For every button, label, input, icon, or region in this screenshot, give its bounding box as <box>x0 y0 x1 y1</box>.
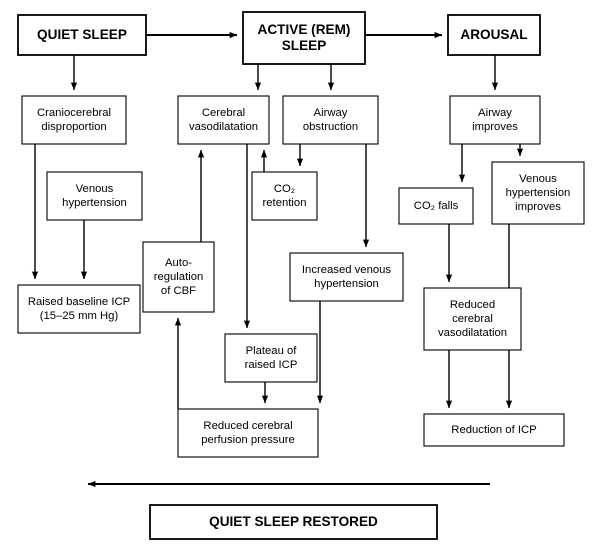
node-label-active_rem_sleep: ACTIVE (REM)SLEEP <box>258 22 351 53</box>
node-box-reduction_icp[interactable] <box>423 413 565 447</box>
node-box-reduced_cerebral_vaso[interactable] <box>423 287 522 351</box>
node-co2_falls[interactable]: CO₂ falls <box>398 187 474 225</box>
node-box-co2_falls[interactable] <box>398 187 474 225</box>
node-box-active_rem_sleep[interactable] <box>242 11 366 65</box>
node-label-quiet_sleep: QUIET SLEEP <box>37 27 127 42</box>
node-box-venous_hypertension[interactable] <box>46 171 143 221</box>
node-quiet_sleep_restored[interactable]: QUIET SLEEP RESTORED <box>149 504 438 540</box>
node-layer: QUIET SLEEP ACTIVE (REM)SLEEP AROUSAL Crani… <box>17 11 585 540</box>
node-label-raised_icp: Raised baseline ICP(15–25 mm Hg) <box>28 296 130 322</box>
node-quiet_sleep[interactable]: QUIET SLEEP <box>17 14 147 56</box>
node-label-quiet_sleep_restored: QUIET SLEEP RESTORED <box>209 514 378 529</box>
node-raised_icp[interactable]: Raised baseline ICP(15–25 mm Hg) <box>17 284 141 334</box>
node-box-cerebral_vaso[interactable] <box>177 95 270 145</box>
node-label-co2_falls: CO₂ falls <box>414 200 459 212</box>
node-box-raised_icp[interactable] <box>17 284 141 334</box>
node-box-quiet_sleep[interactable] <box>17 14 147 56</box>
node-active_rem_sleep[interactable]: ACTIVE (REM)SLEEP <box>242 11 366 65</box>
node-box-craniocerebral[interactable] <box>21 95 127 145</box>
node-box-quiet_sleep_restored[interactable] <box>149 504 438 540</box>
node-box-airway_improves[interactable] <box>449 95 541 145</box>
node-arousal[interactable]: AROUSAL <box>447 14 541 56</box>
node-box-plateau_icp[interactable] <box>224 333 318 383</box>
node-box-reduced_perfusion[interactable] <box>177 408 319 458</box>
node-reduction_icp[interactable]: Reduction of ICP <box>423 413 565 447</box>
node-box-airway_obstruction[interactable] <box>282 95 379 145</box>
node-box-arousal[interactable] <box>447 14 541 56</box>
edge-layer <box>31 31 524 488</box>
node-box-autoregulation[interactable] <box>142 241 215 313</box>
node-label-arousal: AROUSAL <box>460 27 527 42</box>
node-label-reduction_icp: Reduction of ICP <box>451 424 536 436</box>
node-box-co2_retention[interactable] <box>251 171 318 221</box>
node-box-increased_venous[interactable] <box>289 252 404 302</box>
node-box-venous_hyp_improves[interactable] <box>491 161 585 225</box>
